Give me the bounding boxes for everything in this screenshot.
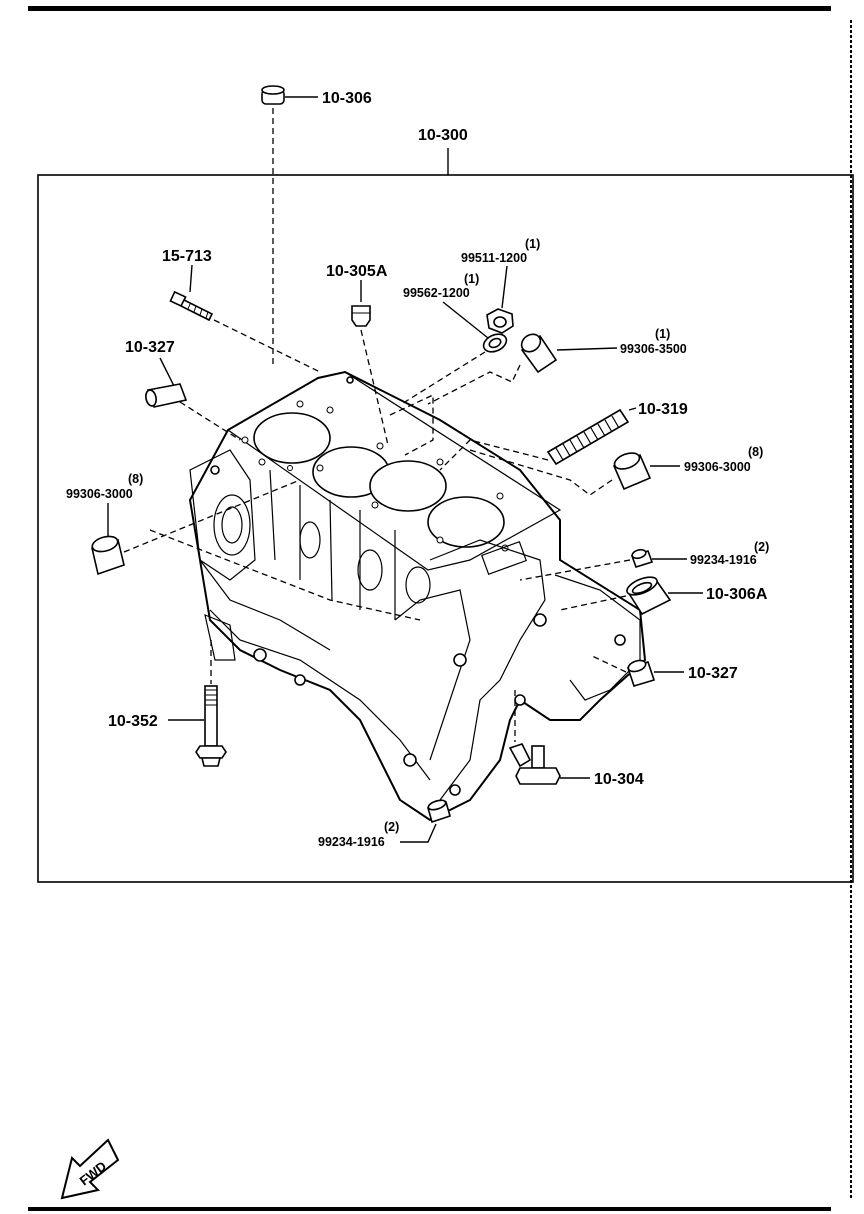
leader-99511 bbox=[501, 265, 508, 309]
label-15-713: 15-713 bbox=[162, 248, 212, 265]
label-10-305A: 10-305A bbox=[326, 263, 388, 280]
label-99234-1916-right: 99234-1916 bbox=[690, 553, 757, 567]
label-10-300: 10-300 bbox=[418, 127, 468, 144]
label-99234-1916-bottom: 99234-1916 bbox=[318, 835, 385, 849]
dash-10-319 bbox=[439, 439, 549, 471]
label-10-304: 10-304 bbox=[594, 771, 644, 788]
plug-99306-3000-right bbox=[612, 452, 652, 491]
plug-10-306 bbox=[261, 85, 285, 105]
leader-10-319 bbox=[628, 407, 637, 411]
dash-99306-3500 bbox=[427, 364, 521, 405]
dash-10-327-bottom bbox=[589, 654, 627, 673]
label-99511-1200: 99511-1200 bbox=[461, 251, 527, 265]
label-10-327-bottom: 10-327 bbox=[688, 665, 738, 682]
plug-99306-3000-left bbox=[91, 535, 125, 576]
plug-99234-1916-right bbox=[630, 548, 654, 568]
qty-99562: (1) bbox=[464, 272, 479, 286]
plug-10-305A bbox=[351, 305, 371, 327]
washer-99562-1200 bbox=[482, 333, 508, 353]
leader-10-327-top bbox=[159, 357, 176, 389]
bore-4 bbox=[427, 496, 505, 548]
leader-99234-bottom bbox=[400, 823, 437, 843]
dash-99562 bbox=[399, 351, 486, 406]
plug-99234-1916-bottom bbox=[427, 799, 451, 824]
label-10-352: 10-352 bbox=[108, 713, 158, 730]
bottom-rule bbox=[28, 1207, 831, 1211]
qty-99306-3000-left: (8) bbox=[128, 472, 143, 486]
qty-99306-3000-right: (8) bbox=[748, 445, 763, 459]
label-10-319: 10-319 bbox=[638, 401, 688, 418]
label-10-327-top: 10-327 bbox=[125, 339, 175, 356]
dash-99306-3000-left-b bbox=[149, 529, 421, 621]
fitting-10-304 bbox=[508, 743, 561, 785]
label-99306-3000-left: 99306-3000 bbox=[66, 487, 133, 501]
qty-99511: (1) bbox=[525, 237, 540, 251]
assembly-frame bbox=[37, 174, 854, 883]
cylinder-block bbox=[188, 370, 647, 822]
qty-99234-right: (2) bbox=[754, 540, 769, 554]
plug-10-327-bottom bbox=[626, 659, 656, 687]
fwd-arrow-icon: FWD bbox=[60, 1138, 120, 1200]
top-rule bbox=[28, 6, 831, 11]
dash-15-713 bbox=[213, 319, 321, 373]
leader-99562 bbox=[442, 301, 489, 339]
dash-10-306A bbox=[559, 595, 627, 611]
label-99562-1200: 99562-1200 bbox=[403, 286, 470, 300]
dash-99306-3000-left bbox=[123, 479, 301, 553]
label-10-306A: 10-306A bbox=[706, 586, 768, 603]
dash-99234-right bbox=[519, 559, 631, 581]
stud-10-319 bbox=[546, 408, 630, 466]
dash-10-305A-b bbox=[389, 393, 434, 456]
label-10-306: 10-306 bbox=[322, 90, 372, 107]
plug-10-327-top bbox=[145, 383, 188, 408]
dash-10-327-top bbox=[179, 401, 241, 441]
bolt-15-713 bbox=[169, 290, 214, 322]
leader-99306-3500 bbox=[556, 347, 618, 351]
label-99306-3500: 99306-3500 bbox=[620, 342, 687, 356]
bore-3 bbox=[369, 460, 447, 512]
seal-10-306A bbox=[626, 576, 672, 616]
plug-99306-3500 bbox=[520, 333, 558, 374]
leader-15-713 bbox=[189, 264, 193, 293]
qty-99306-3500: (1) bbox=[655, 327, 670, 341]
dash-99306-3000-right bbox=[469, 449, 613, 496]
nut-99511-1200 bbox=[486, 308, 514, 334]
bolt-10-352 bbox=[195, 685, 227, 767]
qty-99234-bottom: (2) bbox=[384, 820, 399, 834]
label-99306-3000-right: 99306-3000 bbox=[684, 460, 751, 474]
bore-1 bbox=[253, 412, 331, 464]
